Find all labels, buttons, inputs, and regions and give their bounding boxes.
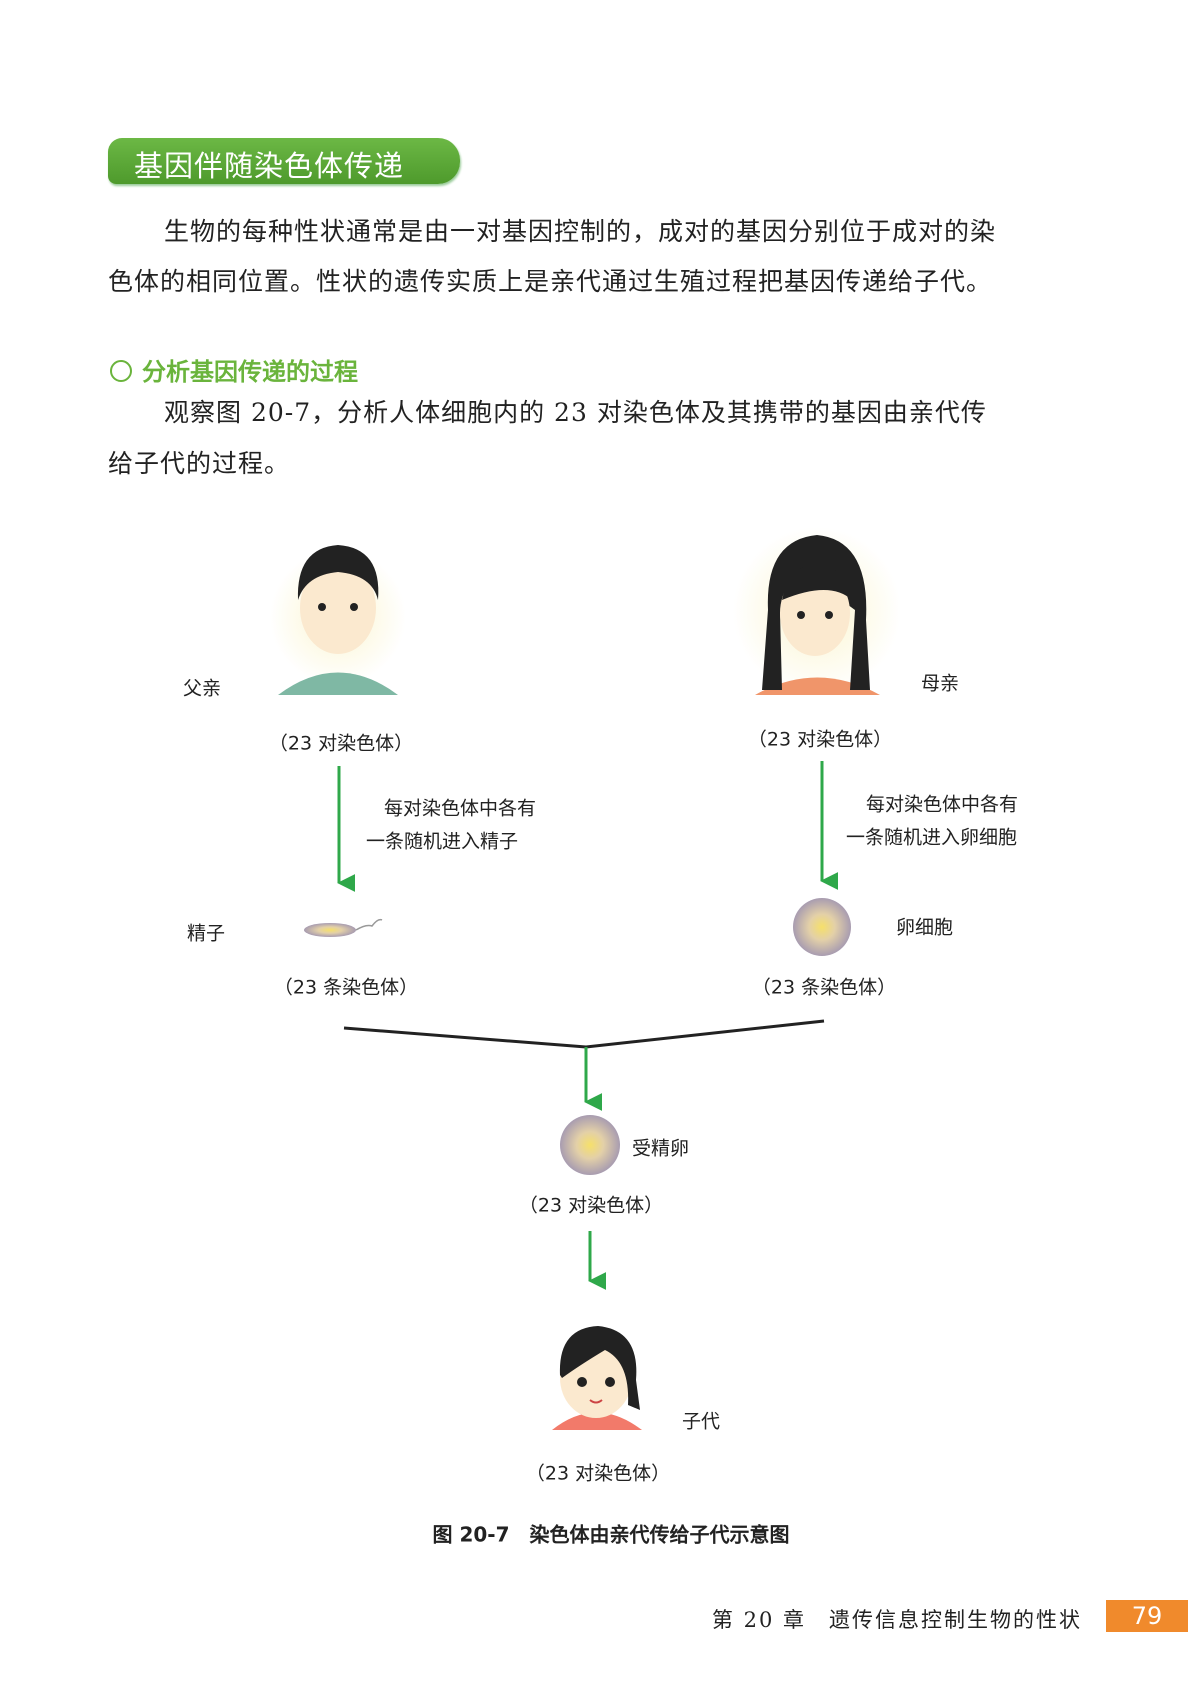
mother-arrow-text-1: 每对染色体中各有	[866, 793, 1019, 816]
zygote-chromosome-count: （23 对染色体）	[518, 1194, 664, 1217]
father-arrow-text-2: 一条随机进入精子	[366, 830, 519, 853]
egg-chromosome-count: （23 条染色体）	[751, 976, 897, 999]
activity-heading-text: 分析基因传递的过程	[142, 358, 358, 386]
section-title-badge: 基因伴随染色体传递	[108, 138, 460, 184]
father-arrow-text-1: 每对染色体中各有	[384, 797, 537, 820]
activity-heading: 分析基因传递的过程	[110, 352, 358, 387]
section-title: 基因伴随染色体传递	[134, 149, 405, 183]
mother-illustration	[733, 527, 901, 695]
father-chromosome-count: （23 对染色体）	[268, 732, 414, 755]
child-chromosome-count: （23 对染色体）	[525, 1462, 671, 1485]
mother-chromosome-count: （23 对染色体）	[747, 728, 893, 751]
figure-caption: 图 20-7 染色体由亲代传给子代示意图	[432, 1522, 790, 1547]
zygote-illustration	[560, 1115, 620, 1175]
intro-line-1: 生物的每种性状通常是由一对基因控制的，成对的基因分别位于成对的染	[164, 217, 997, 246]
zygote-label: 受精卵	[632, 1137, 690, 1160]
chapter-footer: 第 20 章 遗传信息控制生物的性状	[711, 1608, 1082, 1632]
sperm-label: 精子	[186, 922, 226, 945]
father-illustration	[270, 545, 406, 695]
mother-label: 母亲	[920, 672, 960, 695]
mother-arrow-text-2: 一条随机进入卵细胞	[846, 826, 1018, 849]
activity-line-2: 给子代的过程。	[108, 449, 291, 478]
child-illustration	[552, 1326, 642, 1430]
sperm-chromosome-count: （23 条染色体）	[273, 976, 419, 999]
page-number: 79	[1106, 1600, 1188, 1632]
intro-line-2: 色体的相同位置。性状的遗传实质上是亲代通过生殖过程把基因传递给子代。	[108, 267, 993, 296]
circle-bullet-icon	[110, 360, 132, 382]
fertilization-join-line	[343, 1019, 825, 1049]
child-label: 子代	[682, 1410, 721, 1433]
activity-line-1: 观察图 20-7，分析人体细胞内的 23 对染色体及其携带的基因由亲代传	[164, 398, 987, 427]
egg-cell-illustration	[793, 898, 851, 956]
sperm-illustration	[304, 918, 383, 937]
father-label: 父亲	[182, 677, 222, 700]
egg-label: 卵细胞	[896, 916, 954, 939]
